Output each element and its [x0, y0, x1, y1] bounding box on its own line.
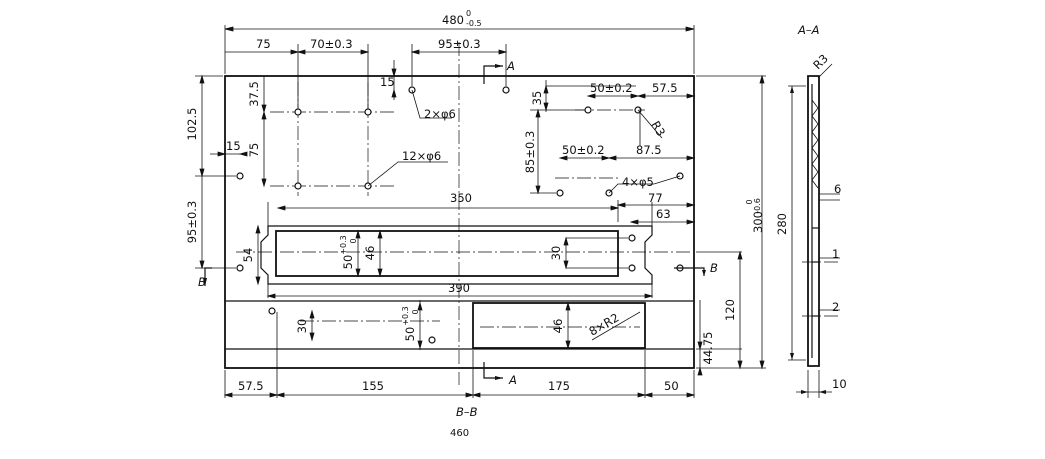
dim-35: 35 — [530, 91, 544, 106]
upper-slot — [260, 225, 653, 285]
figure-number: 460 — [450, 428, 469, 439]
dim-30-slot: 30 — [549, 246, 563, 261]
view-labels: A–A B–B A A B B 460 — [198, 23, 820, 439]
dim-37-5: 37.5 — [247, 81, 261, 107]
dim-480: 480 — [442, 13, 464, 27]
callout-8-r2: 8×R2 — [587, 310, 622, 338]
section-aa-label: A–A — [797, 23, 820, 37]
hole — [268, 307, 276, 315]
dim-85: 85±0.3 — [523, 131, 537, 174]
section-mark-b-right: B — [710, 261, 718, 275]
hole — [364, 108, 372, 116]
hole — [628, 264, 636, 272]
dim-480-tol-lower: -0.5 — [466, 19, 482, 28]
hole — [584, 106, 592, 114]
dim-46-slot: 46 — [363, 246, 377, 261]
dim-50-slot-tol-lower: 0 — [349, 238, 358, 243]
dimension-lines — [199, 26, 765, 398]
section-aa-view — [788, 63, 840, 398]
dim-50-lower-tol-upper: +0.3 — [401, 306, 410, 325]
section-bb-label: B–B — [456, 405, 478, 419]
callout-r3-section: R3 — [810, 51, 831, 72]
dim-120: 120 — [723, 299, 737, 321]
dim-77: 77 — [648, 191, 663, 205]
dim-95-left: 95±0.3 — [185, 201, 199, 244]
dim-15-top: 15 — [380, 75, 395, 89]
hole — [502, 86, 510, 94]
dim-390: 390 — [448, 281, 470, 295]
dim-10: 10 — [832, 377, 847, 391]
hole — [428, 336, 436, 344]
dim-50-mid: 50±0.2 — [562, 143, 605, 157]
dim-300: 300 — [751, 211, 765, 233]
dim-50-upper: 50±0.2 — [590, 81, 633, 95]
dim-50-slot: 50 — [341, 255, 355, 270]
extension-lines — [195, 25, 766, 398]
dim-87-5: 87.5 — [636, 143, 662, 157]
callout-2-phi6: 2×φ6 — [424, 107, 456, 121]
dim-480-tol-upper: 0 — [466, 9, 471, 18]
hole — [628, 234, 636, 242]
dim-6: 6 — [834, 182, 841, 196]
dim-46-pocket: 46 — [551, 319, 565, 334]
callout-12-phi6: 12×φ6 — [402, 149, 441, 163]
lower-pocket — [472, 302, 646, 349]
dim-57-5-bottom: 57.5 — [238, 379, 264, 393]
dim-350: 350 — [450, 191, 472, 205]
dim-50-bottom: 50 — [664, 379, 679, 393]
dim-300-tol-lower: -0.6 — [753, 198, 762, 214]
section-marks — [203, 64, 706, 380]
dim-50-lower: 50 — [403, 327, 417, 342]
hole — [294, 182, 302, 190]
callout-4-phi5: 4×φ5 — [622, 175, 654, 189]
hole — [236, 264, 244, 272]
dim-50-lower-tol-lower: 0 — [411, 309, 420, 314]
dim-75-vertical: 75 — [247, 143, 261, 158]
section-mark-a-top: A — [506, 59, 515, 73]
section-mark-b-left: B — [198, 275, 206, 289]
dim-280: 280 — [775, 213, 789, 235]
dim-50-slot-tol-upper: +0.3 — [339, 235, 348, 254]
hole — [556, 189, 564, 197]
dim-15-left: 15 — [226, 139, 241, 153]
dim-2: 2 — [832, 300, 839, 314]
holes — [236, 86, 684, 344]
dim-57-5-upper: 57.5 — [652, 81, 678, 95]
dim-75: 75 — [256, 37, 271, 51]
dim-102-5: 102.5 — [185, 108, 199, 141]
section-mark-a-bottom: A — [508, 373, 517, 387]
dim-70: 70±0.3 — [310, 37, 353, 51]
dim-54: 54 — [241, 248, 255, 263]
dim-175: 175 — [548, 379, 570, 393]
dim-95-top: 95±0.3 — [438, 37, 481, 51]
hole — [294, 108, 302, 116]
dim-63: 63 — [656, 207, 671, 221]
dim-44-75: 44.75 — [701, 332, 715, 365]
callout-r3-plate: R3 — [648, 119, 668, 139]
dim-30-lower: 30 — [295, 319, 309, 334]
hole — [236, 172, 244, 180]
dim-1: 1 — [832, 247, 839, 261]
dim-300-tol-upper: 0 — [745, 199, 754, 204]
leaders — [367, 89, 681, 341]
dim-155: 155 — [362, 379, 384, 393]
dimension-texts: 480 0 -0.5 75 70±0.3 95±0.3 15 102.5 37.… — [185, 9, 847, 393]
